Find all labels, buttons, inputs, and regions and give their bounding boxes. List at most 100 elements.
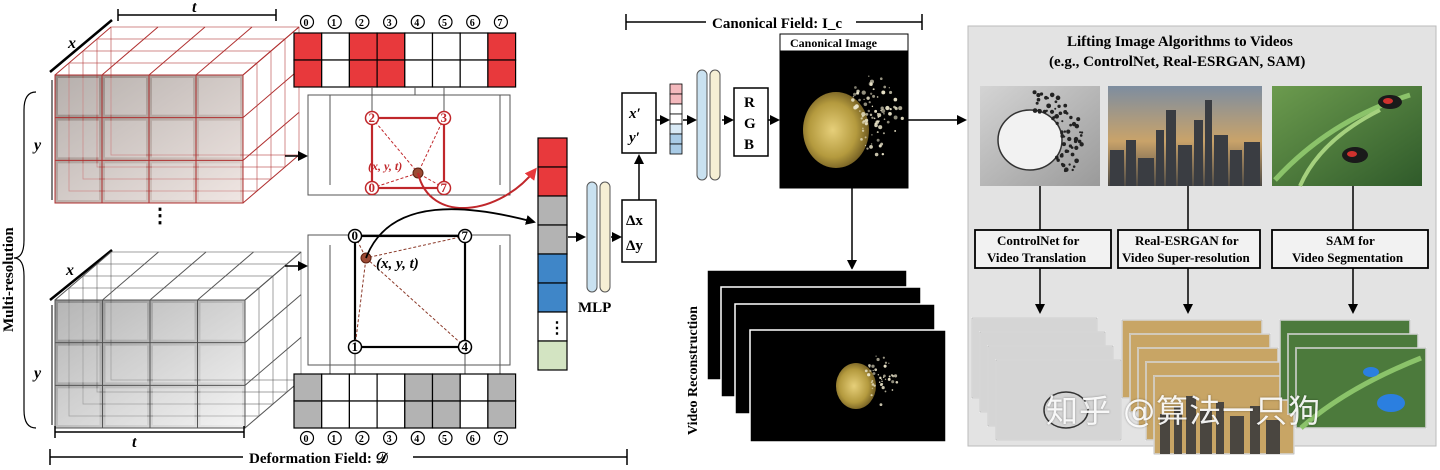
- urchin-spine: [1071, 121, 1077, 127]
- urchin-spine: [1036, 93, 1041, 98]
- top-corner-2-label: 2: [369, 110, 376, 125]
- splash-droplet: [888, 90, 893, 95]
- index-label: 7: [497, 434, 502, 445]
- table-cell: [376, 373, 406, 402]
- splash-droplet: [887, 377, 891, 381]
- canonical-field-label: Canonical Field: I_c: [712, 16, 842, 32]
- bottom-corner-1-label: 1: [352, 339, 359, 354]
- splash-droplet: [880, 106, 884, 110]
- top-corner-7: [436, 180, 452, 196]
- splash-droplet: [876, 131, 879, 134]
- urchin-spine: [1037, 109, 1042, 114]
- canonical-image: Canonical Image: [779, 33, 909, 189]
- city-building: [1214, 135, 1228, 186]
- mlp-label: MLP: [578, 300, 611, 316]
- index-circle: [355, 430, 370, 446]
- rgb-b: B: [744, 137, 754, 153]
- segmentation-mask: [1363, 367, 1379, 377]
- splash-droplet: [883, 364, 887, 368]
- urchin-spine: [1039, 92, 1044, 96]
- canonical-feature-cell: [669, 123, 683, 135]
- segmentation-output-stack: [1279, 319, 1427, 430]
- splash-droplet: [860, 117, 863, 120]
- index-label: 2: [359, 18, 364, 29]
- splash-droplet: [894, 129, 897, 132]
- y-axis-bottom: y: [32, 305, 53, 425]
- splash-droplet: [873, 117, 876, 120]
- splash-droplet: [872, 369, 874, 372]
- splash-droplet: [863, 102, 868, 107]
- splash-droplet: [856, 92, 859, 95]
- bottom-corner-4-label: 4: [462, 339, 469, 354]
- splash-droplet: [879, 403, 883, 407]
- urchin-spine: [1069, 123, 1073, 127]
- index-label: 1: [331, 18, 336, 29]
- table-cell: [376, 32, 406, 61]
- index-circle: [355, 14, 370, 30]
- index-circle: [410, 14, 425, 30]
- grid-depth-line: [148, 26, 206, 76]
- splash-droplet: [872, 372, 876, 375]
- table-cell: [431, 373, 461, 402]
- splash-droplet: [870, 92, 873, 95]
- splash-droplet: [881, 386, 885, 390]
- sam-line1: SAM for: [1326, 233, 1375, 248]
- splash-droplet: [872, 94, 876, 98]
- lemon-icon: [803, 92, 869, 168]
- urchin-spine: [1068, 163, 1071, 166]
- urchin-spine: [1055, 121, 1059, 125]
- sam-line2: Video Segmentation: [1292, 250, 1404, 265]
- grid-depth-line: [195, 26, 253, 76]
- table-cell: [404, 400, 434, 429]
- superres-building: [1174, 406, 1182, 454]
- urchin-spine: [1054, 115, 1057, 118]
- splash-droplet: [881, 90, 886, 95]
- feature-cell: [537, 282, 568, 313]
- grid-cell: [105, 78, 146, 115]
- urchin-spine: [1032, 108, 1038, 113]
- urchin-spine: [1063, 110, 1068, 114]
- table-cell: [293, 400, 323, 429]
- table-cell: [487, 59, 517, 88]
- multiresolution-brace: [13, 91, 37, 429]
- canonical-mlp: [696, 69, 721, 181]
- grid-cell: [105, 163, 146, 200]
- splash-droplet: [881, 380, 883, 383]
- t-axis-top: t: [117, 0, 277, 21]
- grid-depth-line: [244, 379, 302, 429]
- urchin-spine: [1070, 152, 1075, 157]
- output-frame-border: [1295, 347, 1427, 429]
- urchin-spine: [1054, 107, 1057, 110]
- delta-x-label: Δx: [626, 213, 643, 229]
- urchin-spine: [1055, 95, 1061, 101]
- index-label: 6: [470, 434, 475, 445]
- feature-cell: [537, 311, 568, 342]
- splash-droplet: [882, 132, 885, 135]
- index-label: 0: [304, 18, 309, 29]
- splash-droplet: [869, 369, 872, 372]
- superres-building: [1216, 402, 1224, 454]
- t-axis-label-bottom: t: [132, 434, 137, 451]
- splash-droplet: [853, 105, 858, 110]
- superres-building: [1160, 414, 1170, 454]
- splash-droplet: [869, 113, 873, 117]
- superres-building: [1266, 420, 1280, 454]
- splash-droplet: [851, 98, 855, 102]
- translation-output-stack: [971, 317, 1122, 441]
- splash-droplet: [893, 115, 898, 120]
- splash-droplet: [884, 361, 888, 364]
- grid-cell: [105, 303, 147, 340]
- table-cell: [459, 373, 489, 402]
- splash-droplet: [871, 116, 874, 119]
- splash-droplet: [860, 138, 863, 141]
- index-circle: [493, 430, 508, 446]
- index-label: 4: [414, 434, 419, 445]
- urchin-spine: [1045, 109, 1048, 112]
- top-corner-3-label: 3: [441, 110, 448, 125]
- y-axis-top: y: [32, 80, 53, 200]
- index-label: 1: [331, 434, 336, 445]
- grid-cell: [153, 303, 195, 340]
- urchin-spine: [1032, 90, 1037, 95]
- index-circle: [327, 14, 342, 30]
